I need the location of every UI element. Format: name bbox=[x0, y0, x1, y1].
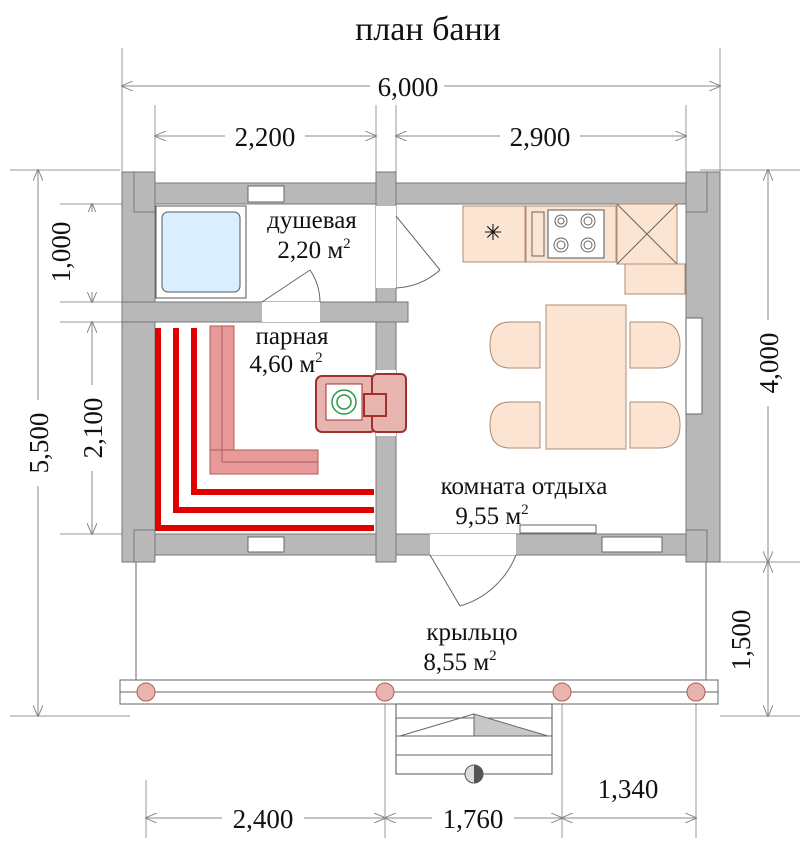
bottom-dimensions: 2,400 1,760 1,340 bbox=[146, 700, 696, 838]
window bbox=[247, 536, 285, 553]
rest-room: ✳ комната отдыха 9,55 м2 bbox=[441, 203, 686, 534]
porch-post bbox=[375, 682, 395, 702]
porch-post bbox=[686, 682, 706, 702]
dim-bottom-left: 2,400 bbox=[233, 804, 294, 834]
right-dimensions: 4,000 1,500 bbox=[700, 170, 800, 716]
shower-room-name: душевая bbox=[267, 207, 357, 234]
walls bbox=[121, 171, 721, 563]
dim-right-height: 4,000 bbox=[754, 333, 784, 394]
steam-room-area: 4,60 м2 bbox=[249, 350, 322, 378]
rest-room-name: комната отдыха bbox=[441, 473, 608, 500]
bench bbox=[155, 325, 374, 531]
porch-post bbox=[136, 682, 156, 702]
dim-bottom-right: 1,340 bbox=[598, 774, 659, 804]
dim-right-width: 2,900 bbox=[510, 122, 571, 152]
steam-room: парная 4,60 м2 bbox=[155, 323, 407, 531]
shower-room-area: 2,20 м2 bbox=[277, 236, 350, 264]
porch-post bbox=[552, 682, 572, 702]
window bbox=[247, 185, 285, 203]
porch-steps bbox=[395, 703, 553, 784]
plan-title: план бани bbox=[355, 11, 501, 48]
porch-area: 8,55 м2 bbox=[423, 648, 496, 676]
porch bbox=[119, 556, 719, 784]
radiator bbox=[519, 524, 597, 534]
dim-steam-height: 2,100 bbox=[78, 398, 108, 459]
top-dimensions: 6,000 2,200 2,900 bbox=[122, 48, 720, 180]
dim-bottom-mid: 1,760 bbox=[443, 804, 504, 834]
chair bbox=[489, 401, 541, 449]
dim-total-height: 5,500 bbox=[24, 413, 54, 474]
dim-shower-height: 1,000 bbox=[46, 222, 76, 283]
window bbox=[601, 536, 663, 553]
rest-room-area: 9,55 м2 bbox=[455, 502, 528, 530]
steam-room-name: парная bbox=[256, 323, 329, 350]
dim-total-width: 6,000 bbox=[378, 72, 439, 102]
sink-icon: ✳ bbox=[484, 220, 502, 245]
sink-counter bbox=[462, 205, 526, 263]
dining-table bbox=[545, 304, 627, 450]
window bbox=[685, 317, 703, 415]
shower-room: душевая 2,20 м2 bbox=[155, 205, 357, 299]
dim-porch-height: 1,500 bbox=[726, 610, 756, 671]
dim-left-width: 2,200 bbox=[235, 122, 296, 152]
chair bbox=[629, 321, 681, 369]
chair bbox=[629, 401, 681, 449]
chair bbox=[489, 321, 541, 369]
stove bbox=[315, 373, 407, 433]
doors bbox=[261, 215, 517, 607]
porch-name: крыльцо bbox=[426, 619, 517, 646]
